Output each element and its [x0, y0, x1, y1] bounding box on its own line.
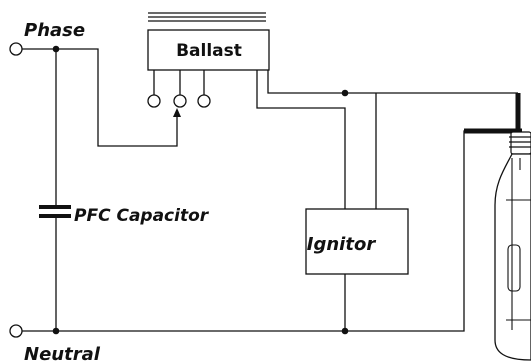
- neutral-terminal: [9, 324, 23, 338]
- ballast-ignitor-wire: [256, 70, 346, 209]
- ignitor-label: Ignitor: [307, 234, 377, 255]
- lamp-envelope: [494, 153, 531, 361]
- ballast-tap-1: [147, 94, 161, 108]
- pfc-capacitor-plate-top: [39, 205, 71, 209]
- pfc-capacitor-plate-bottom: [39, 214, 71, 218]
- phase-terminal: [9, 42, 23, 56]
- ballast-lamp-wire: [267, 70, 518, 94]
- lamp-inner-frame: [506, 199, 531, 321]
- lamp: [464, 93, 531, 361]
- junction-dot: [341, 89, 349, 97]
- lamp-support-wire: [511, 158, 521, 330]
- lamp-base: [509, 131, 531, 155]
- ignitor-box: [305, 208, 409, 275]
- ballast-box: [147, 29, 270, 71]
- ballast-tap-3: [197, 94, 211, 108]
- lamp-arc-tube: [507, 244, 521, 292]
- ballast-tap-2: [173, 94, 187, 108]
- junction-dot: [341, 327, 349, 335]
- junction-dot: [52, 45, 60, 53]
- tap-selector-arrow: [173, 108, 181, 117]
- neutral-label: Neutral: [24, 344, 101, 362]
- neutral-wire: [22, 130, 518, 332]
- ballast-label: Ballast: [176, 41, 242, 61]
- pfc-capacitor-label: PFC Capacitor: [74, 206, 210, 226]
- phase-label: Phase: [24, 20, 85, 41]
- phase-wire: [22, 48, 178, 147]
- junction-dot: [52, 327, 60, 335]
